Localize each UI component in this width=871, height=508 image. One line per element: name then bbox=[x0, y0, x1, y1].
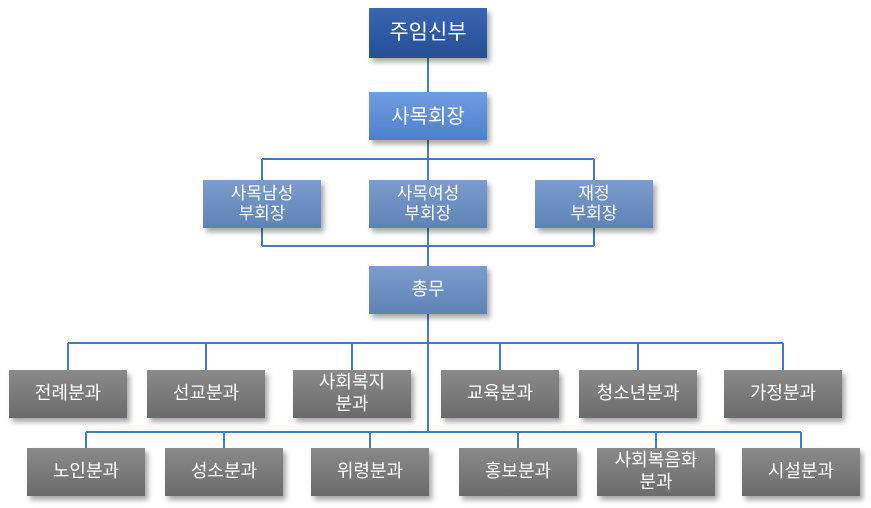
dept-family[interactable]: 가정분과 bbox=[724, 370, 842, 418]
dept-vocation[interactable]: 성소분과 bbox=[165, 448, 283, 496]
dept-social-evangelization[interactable]: 사회복음화 분과 bbox=[597, 448, 715, 496]
dept-social-welfare[interactable]: 사회복지 분과 bbox=[293, 370, 411, 418]
node-top[interactable]: 주임신부 bbox=[369, 8, 487, 58]
dept-elderly[interactable]: 노인분과 bbox=[27, 448, 145, 496]
dept-education[interactable]: 교육분과 bbox=[441, 370, 559, 418]
dept-youth[interactable]: 청소년분과 bbox=[579, 370, 697, 418]
node-president[interactable]: 사목회장 bbox=[369, 92, 487, 140]
dept-mission[interactable]: 선교분과 bbox=[147, 370, 265, 418]
node-vice-finance[interactable]: 재정 부회장 bbox=[535, 180, 653, 228]
node-general[interactable]: 총무 bbox=[369, 266, 487, 314]
dept-liturgy[interactable]: 전례분과 bbox=[9, 370, 127, 418]
node-vice-female[interactable]: 사목여성 부회장 bbox=[369, 180, 487, 228]
dept-facilities[interactable]: 시설분과 bbox=[742, 448, 860, 496]
node-vice-male[interactable]: 사목남성 부회장 bbox=[203, 180, 321, 228]
dept-consolation[interactable]: 위령분과 bbox=[311, 448, 429, 496]
dept-publicity[interactable]: 홍보분과 bbox=[459, 448, 577, 496]
